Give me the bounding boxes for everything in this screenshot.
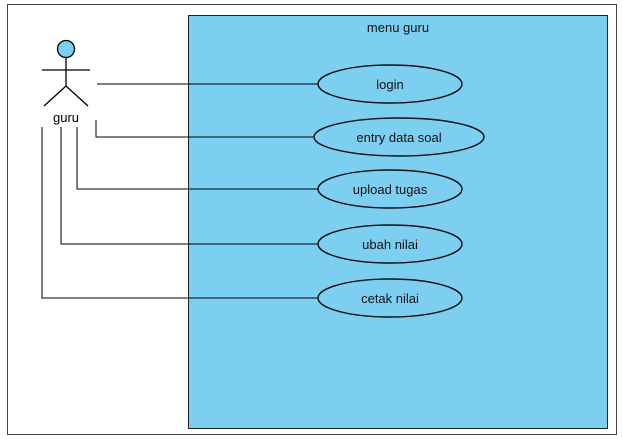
use-case-cetak-nilai-ellipse bbox=[317, 278, 463, 318]
association-entry-data-soal bbox=[95, 120, 314, 138]
use-case-ubah-nilai[interactable]: ubah nilai bbox=[317, 224, 463, 264]
use-case-login-ellipse bbox=[317, 64, 463, 104]
actor-left-leg bbox=[43, 85, 67, 107]
association-upload-tugas bbox=[76, 127, 318, 190]
use-case-entry-data-soal[interactable]: entry data soal bbox=[313, 117, 485, 157]
use-case-cetak-nilai[interactable]: cetak nilai bbox=[317, 278, 463, 318]
use-case-entry-data-soal-label: entry data soal bbox=[356, 130, 441, 145]
system-title: menu guru bbox=[367, 20, 429, 35]
association-cetak-nilai bbox=[41, 127, 318, 299]
use-case-upload-tugas-label: upload tugas bbox=[353, 182, 428, 197]
use-case-cetak-nilai-label: cetak nilai bbox=[361, 291, 419, 306]
use-case-entry-data-soal-ellipse bbox=[313, 117, 485, 157]
actor-guru[interactable]: guru bbox=[42, 39, 90, 126]
use-case-ubah-nilai-label: ubah nilai bbox=[362, 237, 418, 252]
use-case-upload-tugas-ellipse bbox=[317, 169, 463, 209]
association-ubah-nilai bbox=[60, 127, 318, 245]
actor-label: guru bbox=[53, 110, 79, 125]
actor-right-leg bbox=[65, 85, 89, 107]
use-case-upload-tugas[interactable]: upload tugas bbox=[317, 169, 463, 209]
use-case-login-label: login bbox=[376, 77, 403, 92]
actor-head bbox=[56, 39, 76, 59]
use-case-ubah-nilai-ellipse bbox=[317, 224, 463, 264]
use-case-login[interactable]: login bbox=[317, 64, 463, 104]
